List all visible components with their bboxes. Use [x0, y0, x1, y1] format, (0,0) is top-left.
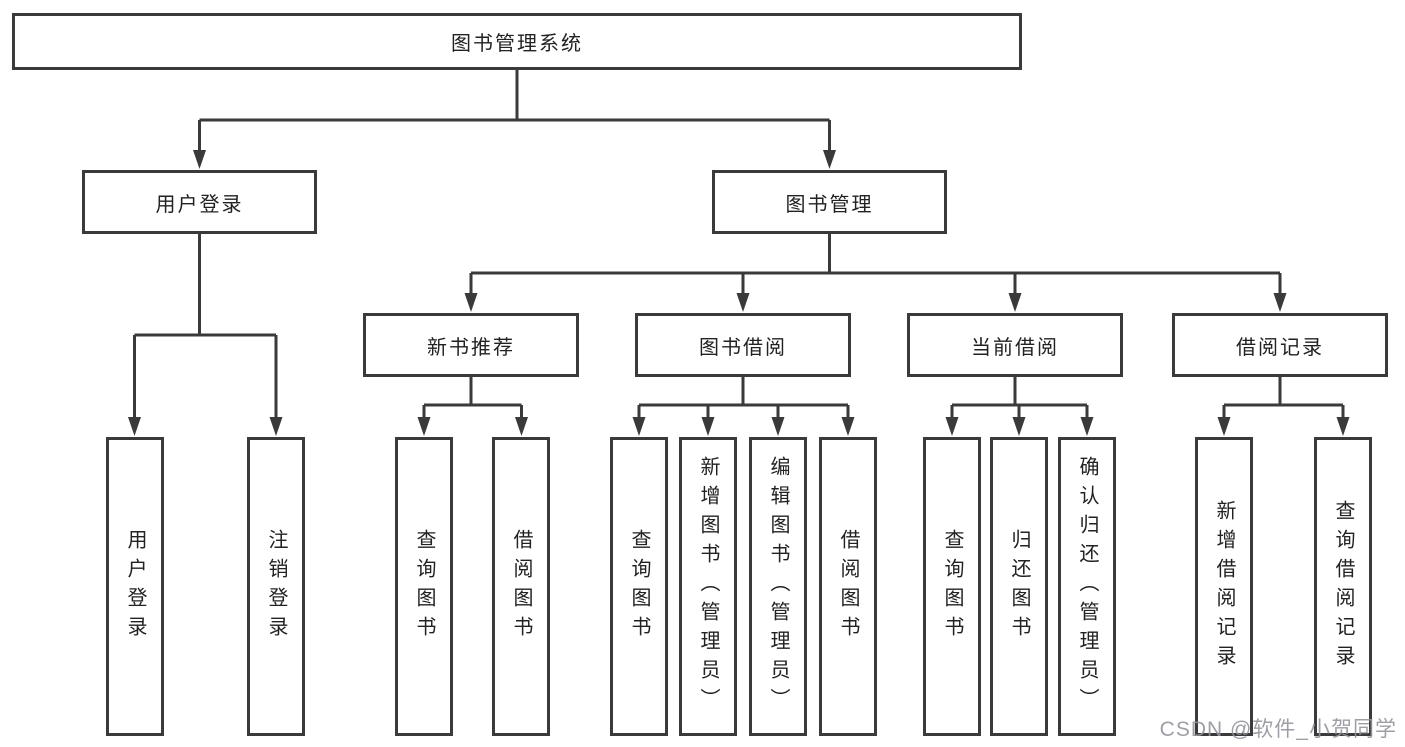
node-book-management: 图书管理	[712, 170, 947, 234]
node-current-borrowing: 当前借阅	[907, 313, 1123, 377]
leaf-return-book: 归还图书	[990, 437, 1048, 736]
leaf-confirm-return-admin: 确认归还（管理员）	[1058, 437, 1116, 736]
node-book-borrowing: 图书借阅	[635, 313, 851, 377]
node-user-login: 用户登录	[82, 170, 317, 234]
leaf-edit-book-admin-label: 编辑图书（管理员）	[767, 456, 789, 717]
leaf-logout: 注销登录	[247, 437, 305, 736]
node-borrowing-records: 借阅记录	[1172, 313, 1388, 377]
node-borrowing-records-label: 借阅记录	[1236, 336, 1324, 359]
leaf-add-book-admin-label: 新增图书（管理员）	[697, 456, 719, 717]
leaf-search-books-recommend-label: 查询图书	[413, 528, 435, 645]
node-current-borrowing-label: 当前借阅	[971, 336, 1059, 359]
leaf-add-borrow-record: 新增借阅记录	[1195, 437, 1253, 736]
csdn-watermark: CSDN @软件_小贺同学	[1159, 718, 1397, 741]
leaf-user-login-label: 用户登录	[124, 528, 146, 645]
leaf-search-books-borrow-label: 查询图书	[628, 528, 650, 645]
leaf-search-borrow-record-label: 查询借阅记录	[1332, 499, 1354, 674]
node-book-borrowing-label: 图书借阅	[699, 336, 787, 359]
leaf-search-borrow-record: 查询借阅记录	[1314, 437, 1372, 736]
node-user-login-label: 用户登录	[155, 193, 244, 216]
leaf-confirm-return-admin-label: 确认归还（管理员）	[1076, 456, 1098, 717]
leaf-search-books-borrow: 查询图书	[610, 437, 668, 736]
node-new-book-recommend: 新书推荐	[363, 313, 579, 377]
leaf-borrow-books-label: 借阅图书	[837, 528, 859, 645]
leaf-user-login: 用户登录	[106, 437, 164, 736]
node-new-book-recommend-label: 新书推荐	[427, 336, 515, 359]
node-library-system-label: 图书管理系统	[451, 33, 583, 55]
leaf-search-books-current-label: 查询图书	[941, 528, 963, 645]
leaf-borrow-books-recommend-label: 借阅图书	[510, 528, 532, 645]
leaf-add-borrow-record-label: 新增借阅记录	[1213, 499, 1235, 674]
leaf-edit-book-admin: 编辑图书（管理员）	[749, 437, 807, 736]
leaf-logout-label: 注销登录	[265, 528, 287, 645]
leaf-return-book-label: 归还图书	[1008, 528, 1030, 645]
leaf-search-books-current: 查询图书	[923, 437, 981, 736]
node-book-management-label: 图书管理	[785, 193, 874, 216]
leaf-borrow-books: 借阅图书	[819, 437, 877, 736]
leaf-borrow-books-recommend: 借阅图书	[492, 437, 550, 736]
leaf-search-books-recommend: 查询图书	[395, 437, 453, 736]
node-library-system: 图书管理系统	[12, 13, 1022, 70]
leaf-add-book-admin: 新增图书（管理员）	[679, 437, 737, 736]
